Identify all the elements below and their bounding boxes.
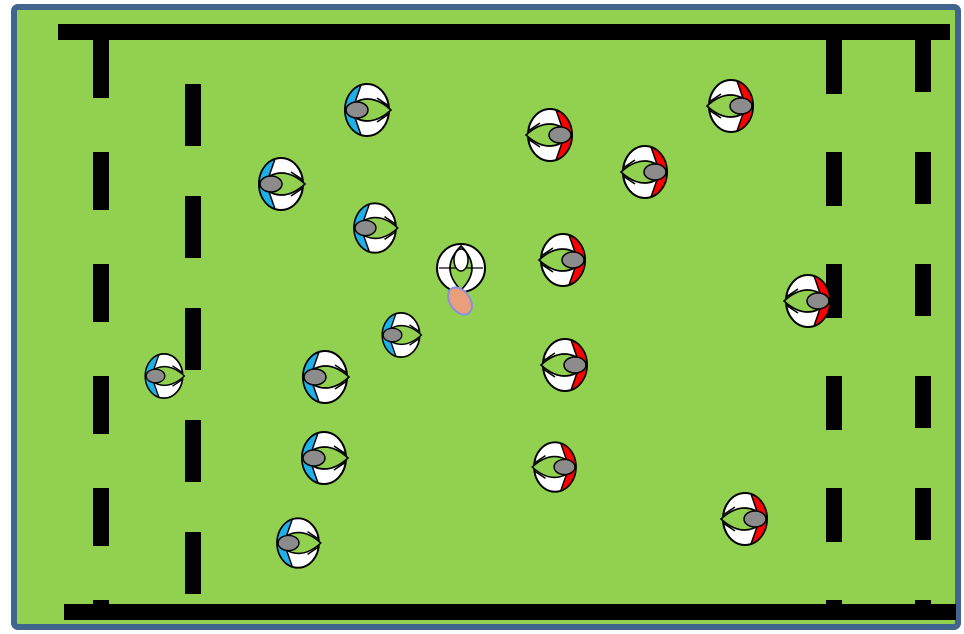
bottom-touchline [64,604,956,620]
ball-carrier-player [437,244,485,292]
top-touchline [58,24,950,40]
